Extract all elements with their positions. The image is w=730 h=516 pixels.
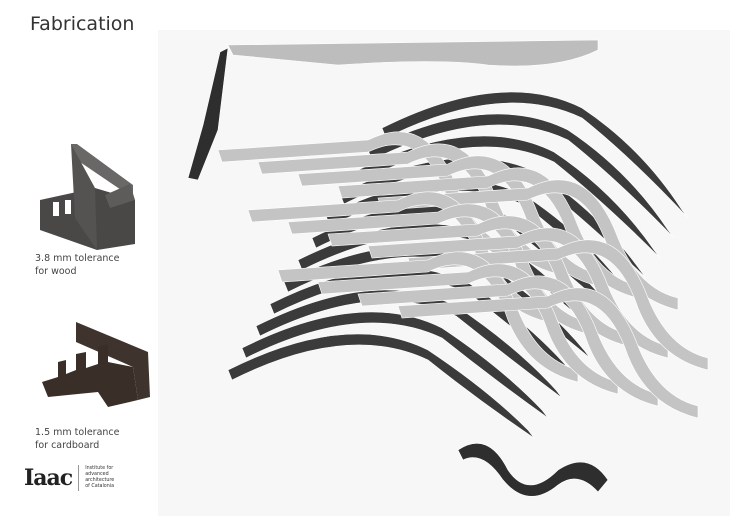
- caption-line: 3.8 mm tolerance: [35, 253, 120, 264]
- side-strip: [187, 47, 229, 181]
- slide-title: Fabrication: [30, 13, 135, 35]
- light-strip: [397, 287, 699, 419]
- light-strip: [407, 239, 709, 371]
- dark-strip: [457, 443, 609, 497]
- caption-line: for wood: [35, 266, 77, 277]
- wood-caption: 3.8 mm tolerance for wood: [35, 252, 120, 278]
- logo-divider: [78, 465, 80, 491]
- dark-strip: [381, 91, 689, 219]
- top-strip: [227, 39, 599, 67]
- logo-line: architecture: [85, 478, 115, 483]
- dark-strip: [227, 333, 535, 439]
- dark-strip: [353, 135, 661, 259]
- caption-line: 1.5 mm tolerance: [35, 427, 120, 438]
- dark-strip: [241, 311, 549, 419]
- logo-line: advanced: [85, 472, 109, 477]
- logo-mark: Iaac: [24, 465, 73, 491]
- logo-line: Institute for: [85, 466, 114, 471]
- dark-strip: [367, 113, 675, 239]
- wood-joint-sample: [40, 144, 135, 250]
- cardboard-joint-sample: [42, 322, 150, 407]
- light-strip: [377, 179, 679, 311]
- logo-line: of Catalonia: [85, 484, 115, 489]
- iaac-logo: Iaac Institute for advanced architecture…: [24, 465, 135, 491]
- logo-text: Institute for advanced architecture of C…: [85, 466, 135, 490]
- exploded-strips-drawing: [187, 39, 709, 497]
- cardboard-caption: 1.5 mm tolerance for cardboard: [35, 426, 120, 452]
- caption-line: for cardboard: [35, 440, 100, 451]
